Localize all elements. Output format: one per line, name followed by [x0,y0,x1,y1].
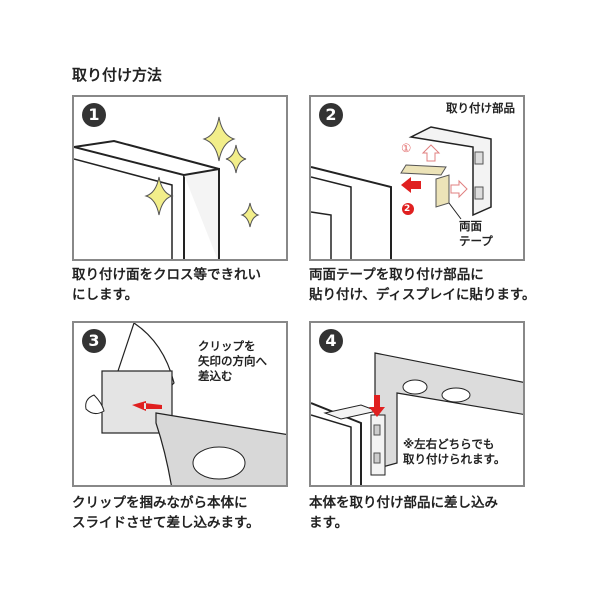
step-b-marker: 2 [404,204,411,214]
tape-label: 両面テープ [459,219,493,248]
clip-illustration [85,323,286,485]
step-1-panel: 1 [72,95,288,261]
step-number-badge: 2 [319,103,343,127]
clip-note: クリップを矢印の方向へ差込む [198,339,267,383]
step-3-panel: クリップを矢印の方向へ差込む 3 [72,321,288,487]
step-1-caption: 取り付け面をクロス等できれい にします。 [72,267,261,303]
tape-illustration [311,126,492,259]
orientation-note: ※左右どちらでも取り付けられます。 [403,437,506,466]
step-number-badge: 3 [82,329,106,353]
step-3-caption: クリップを掴みながら本体に スライドさせて差し込みます。 [72,495,260,531]
page-title: 取り付け方法 [72,66,163,84]
step-2-caption: 両面テープを取り付け部品に 貼り付け、ディスプレイに貼ります。 [309,267,536,303]
step-number-badge: 1 [82,103,106,127]
mount-illustration [311,352,523,485]
step-number-badge: 4 [319,329,343,353]
part-label: 取り付け部品 [446,101,515,115]
step-4-panel: ※左右どちらでも取り付けられます。 4 [309,321,525,487]
cleaning-illustration [74,116,260,259]
sparkle-icon [144,116,260,228]
step-4-caption: 本体を取り付け部品に差し込み ます。 [309,495,498,531]
step-a-marker: ① [401,141,412,155]
step-2-panel: 取り付け部品 ① 2 両面テープ 2 [309,95,525,261]
